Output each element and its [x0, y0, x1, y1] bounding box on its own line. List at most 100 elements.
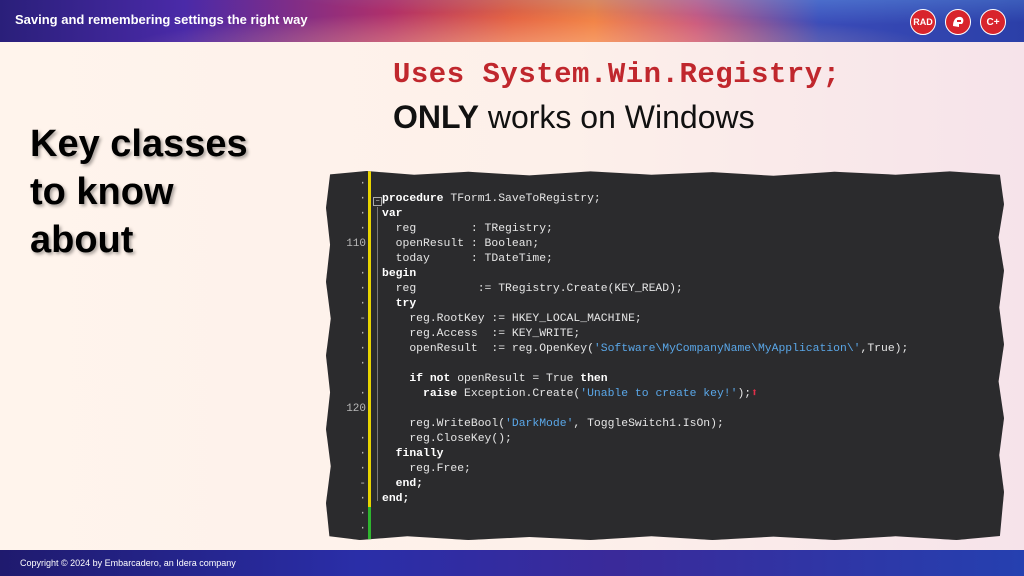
code-line	[382, 402, 908, 417]
code-line: reg.CloseKey();	[382, 432, 908, 447]
code-token: ,True);	[860, 343, 909, 355]
code-token: );	[737, 388, 752, 400]
code-token: TForm1.SaveToRegistry;	[443, 193, 601, 205]
code-line: reg.WriteBool('DarkMode', ToggleSwitch1.…	[382, 417, 908, 432]
only-emphasis: ONLY	[393, 99, 479, 135]
delphi-helmet-logo-icon	[945, 9, 971, 35]
code-line	[382, 357, 908, 372]
gutter-line-marker: ·	[359, 433, 366, 445]
gutter-line-marker: ·	[359, 298, 366, 310]
code-line: begin	[382, 267, 908, 282]
gutter-line-marker	[326, 417, 366, 432]
heading-line: Key classes	[30, 123, 248, 165]
code-text: procedure TForm1.SaveToRegistry;var reg …	[382, 177, 908, 537]
copyright-text: Copyright © 2024 by Embarcadero, an Ider…	[20, 558, 236, 568]
code-token: end;	[382, 493, 410, 505]
code-line	[382, 177, 908, 192]
error-arrow-icon: ⬆	[751, 388, 758, 400]
gutter-line-marker: ·	[359, 388, 366, 400]
heading-line: about	[30, 219, 134, 261]
code-line: end;	[382, 477, 908, 492]
code-token: reg.CloseKey();	[382, 433, 512, 445]
gutter-line-marker: ·	[359, 283, 366, 295]
gutter-line-marker: ·	[359, 523, 366, 535]
code-line: procedure TForm1.SaveToRegistry;	[382, 192, 908, 207]
gutter-line-marker: -	[359, 313, 366, 325]
gutter-line-marker: ·	[359, 223, 366, 235]
code-token: procedure	[382, 193, 444, 205]
gutter-line-marker: 120	[346, 403, 366, 415]
code-line	[382, 522, 908, 537]
code-line: raise Exception.Create('Unable to create…	[382, 387, 908, 402]
code-token	[382, 448, 396, 460]
gutter-line-marker: ·	[359, 358, 366, 370]
code-line: end;	[382, 492, 908, 507]
code-editor-screenshot: · · · · 110 · · · · - · · · · 120 · · · - · · · · − procedure …	[326, 171, 1004, 540]
code-line: reg.RootKey := HKEY_LOCAL_MACHINE;	[382, 312, 908, 327]
gutter-line-marker: ·	[326, 537, 366, 540]
gutter-line-marker: -	[359, 478, 366, 490]
heading-line: to know	[30, 171, 174, 213]
code-token	[382, 388, 423, 400]
saved-lines-bar	[368, 507, 371, 540]
code-token: finally	[395, 448, 444, 460]
gutter-line-marker: ·	[359, 253, 366, 265]
code-token: , ToggleSwitch1.IsOn);	[573, 418, 724, 430]
gutter-line-marker: ·	[359, 328, 366, 340]
code-line: reg.Free;	[382, 462, 908, 477]
uses-statement: Uses System.Win.Registry;	[393, 58, 841, 91]
gutter-line-marker: ·	[359, 268, 366, 280]
code-token: reg.RootKey := HKEY_LOCAL_MACHINE;	[382, 313, 642, 325]
gutter-line-marker: ·	[359, 463, 366, 475]
code-line: openResult := reg.OpenKey('Software\MyCo…	[382, 342, 908, 357]
code-line: finally	[382, 447, 908, 462]
slide-title: Saving and remembering settings the righ…	[15, 12, 308, 27]
code-line: var	[382, 207, 908, 222]
code-token: 'Unable to create key!'	[580, 388, 738, 400]
code-token: reg.Free;	[382, 463, 471, 475]
code-line: today : TDateTime;	[382, 252, 908, 267]
code-token: var	[382, 208, 403, 220]
rad-studio-logo-icon: RAD	[910, 9, 936, 35]
code-line: reg.Access := KEY_WRITE;	[382, 327, 908, 342]
code-token: 'Software\MyCompanyName\MyApplication\'	[593, 343, 861, 355]
code-token: then	[580, 373, 608, 385]
code-token: 'DarkMode'	[505, 418, 574, 430]
code-token	[382, 373, 409, 385]
code-token: openResult := reg.OpenKey(	[382, 343, 594, 355]
gutter-line-marker: ·	[359, 208, 366, 220]
modified-lines-bar	[368, 171, 371, 507]
gutter-line-marker: ·	[359, 493, 366, 505]
code-token: reg : TRegistry;	[382, 223, 553, 235]
gutter-line-marker: ·	[359, 178, 366, 190]
title-bar: Saving and remembering settings the righ…	[0, 0, 1024, 42]
line-number-gutter: · · · · 110 · · · · - · · · · 120 · · · - · · · ·	[326, 171, 368, 540]
code-token: try	[395, 298, 417, 310]
gutter-line-marker: 110	[346, 238, 366, 250]
fold-guide-line	[377, 207, 378, 501]
windows-only-note: ONLY works on Windows	[393, 99, 755, 136]
code-token: raise	[423, 388, 458, 400]
gutter-line-marker: ·	[359, 508, 366, 520]
fold-collapse-icon[interactable]: −	[373, 197, 382, 206]
gutter-line-marker: ·	[359, 193, 366, 205]
code-token: if not	[409, 373, 451, 385]
code-token: openResult = True	[450, 373, 581, 385]
code-token: reg.WriteBool(	[382, 418, 506, 430]
code-token: end;	[395, 478, 424, 490]
gutter-line-marker: ·	[359, 343, 366, 355]
footer-bar: Copyright © 2024 by Embarcadero, an Ider…	[0, 550, 1024, 576]
gutter-line-marker	[326, 372, 366, 387]
code-token: openResult : Boolean;	[382, 238, 540, 250]
only-rest-text: works on Windows	[478, 99, 755, 135]
gutter-line-marker: ·	[359, 448, 366, 460]
code-line	[382, 507, 908, 522]
code-token: today : TDateTime;	[382, 253, 553, 265]
cpp-builder-logo-icon: C+	[980, 9, 1006, 35]
code-line: if not openResult = True then	[382, 372, 908, 387]
code-line: reg : TRegistry;	[382, 222, 908, 237]
code-token: reg := TRegistry.Create(KEY_READ);	[382, 283, 683, 295]
product-logos: RAD C+	[910, 9, 1006, 35]
code-token: Exception.Create(	[457, 388, 581, 400]
code-line: try	[382, 297, 908, 312]
